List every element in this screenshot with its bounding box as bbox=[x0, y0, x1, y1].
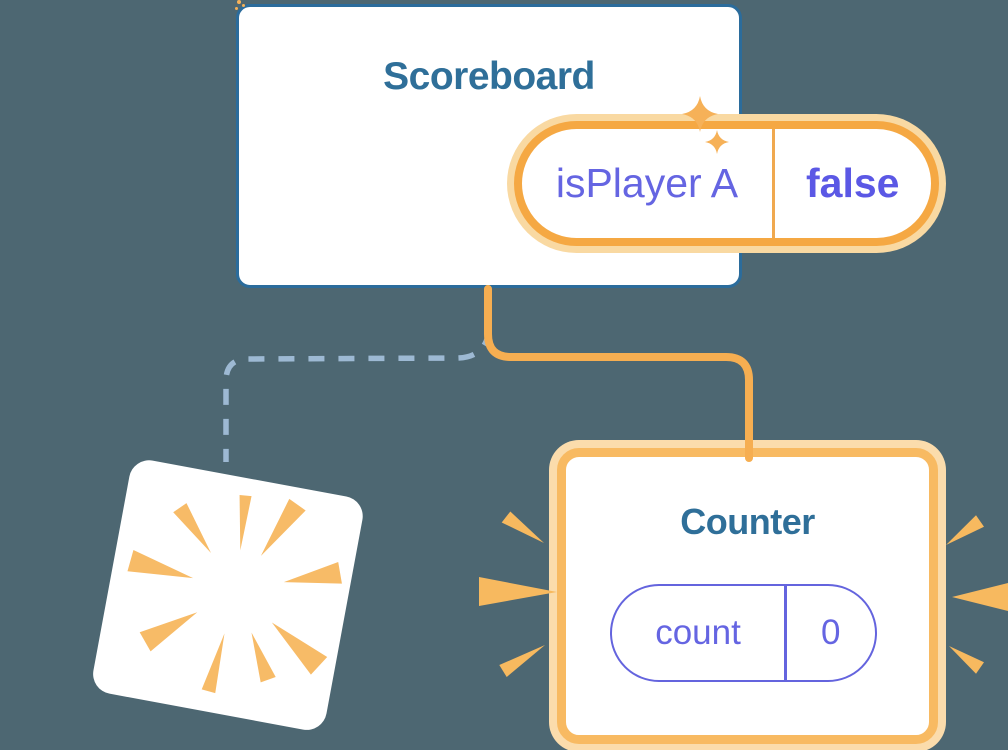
removed-component-card bbox=[89, 457, 367, 734]
state-value-label: 0 bbox=[821, 613, 841, 652]
sparkle-dot-icon bbox=[237, 0, 241, 4]
counter-state-pill: count 0 bbox=[610, 584, 877, 682]
counter-title: Counter bbox=[680, 501, 815, 542]
scoreboard-title: Scoreboard bbox=[383, 55, 595, 98]
pill-divider bbox=[772, 129, 775, 238]
pill-divider bbox=[784, 586, 787, 680]
solid-connector-kept bbox=[484, 285, 753, 462]
state-key-label: count bbox=[655, 613, 741, 652]
scoreboard-component-card: Scoreboard isPlayer A false bbox=[236, 4, 939, 288]
counter-component-card: Counter count 0 bbox=[557, 448, 938, 744]
scoreboard-state-pill: isPlayer A false bbox=[514, 121, 939, 246]
poof-burst-icon bbox=[127, 494, 342, 694]
state-key-label: isPlayer A bbox=[555, 160, 739, 206]
state-value-label: false bbox=[806, 160, 900, 206]
dashed-connector-removed bbox=[223, 329, 492, 462]
sparkle-dot-icon bbox=[242, 4, 245, 7]
sparkle-dot-icon bbox=[235, 7, 238, 10]
